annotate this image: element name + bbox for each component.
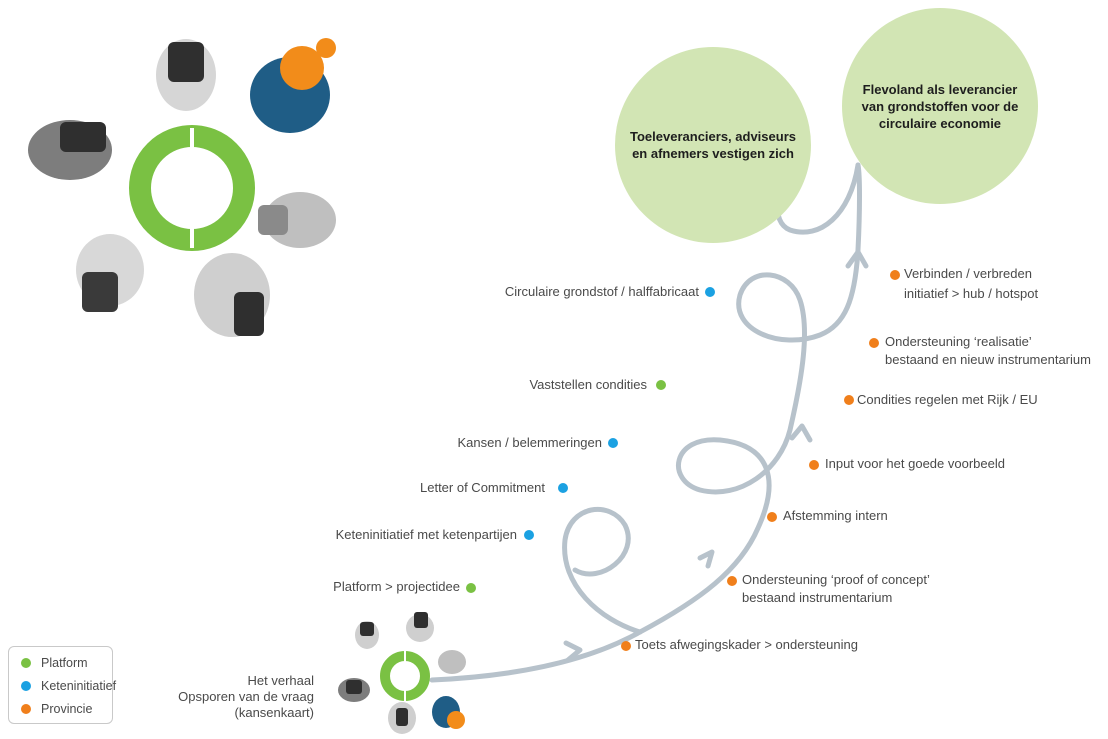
label-line: Ondersteuning ‘realisatie’ <box>885 334 1032 349</box>
dot-provincie <box>844 395 854 405</box>
bubble-right-text: Flevoland als leverancier van grondstoff… <box>861 81 1019 131</box>
label-condities-regelen: Condities regelen met Rijk / EU <box>857 392 1038 407</box>
dot-keteninitiatief <box>558 483 568 493</box>
label-afstemming-intern: Afstemming intern <box>783 508 888 523</box>
dot-keteninitiatief <box>524 530 534 540</box>
legend: Platform Keteninitiatief Provincie <box>8 646 116 724</box>
dot-provincie <box>727 576 737 586</box>
path-arrow-icon <box>563 640 583 663</box>
legend-label: Keteninitiatief <box>41 679 117 693</box>
start-line: Het verhaal <box>247 673 314 688</box>
dot-provincie <box>621 641 631 651</box>
label-ondersteuning-realisatie: Ondersteuning ‘realisatie’ bestaand en n… <box>885 334 1091 368</box>
people-circle-small <box>338 612 466 734</box>
start-text: Het verhaal Opsporen van de vraag (kanse… <box>178 673 314 721</box>
label-verbinden-verbreden: Verbinden / verbreden initiatief > hub /… <box>904 266 1038 302</box>
dot-provincie <box>767 512 777 522</box>
start-line: (kansenkaart) <box>234 705 314 720</box>
label-proof-of-concept: Ondersteuning ‘proof of concept’ bestaan… <box>742 572 930 606</box>
label-line: bestaand instrumentarium <box>742 590 893 605</box>
dot-platform <box>656 380 666 390</box>
legend-item-keteninitiatief: Keteninitiatief <box>21 678 116 694</box>
path-arrow-icon <box>789 423 813 443</box>
dot-provincie <box>869 338 879 348</box>
path-arrow-icon <box>697 549 715 569</box>
label-line: Ondersteuning ‘proof of concept’ <box>742 572 930 587</box>
label-letter-of-commitment: Letter of Commitment <box>420 480 545 495</box>
bubble-right: Flevoland als leverancier van grondstoff… <box>842 8 1038 204</box>
bubble-left: Toeleveranciers, adviseurs en afnemers v… <box>615 47 811 243</box>
legend-dot-provincie <box>21 704 31 714</box>
legend-label: Provincie <box>41 702 93 716</box>
label-line: initiatief > hub / hotspot <box>904 286 1039 301</box>
label-circulaire-grondstof: Circulaire grondstof / halffabricaat <box>504 284 699 299</box>
dot-keteninitiatief <box>608 438 618 448</box>
legend-label: Platform <box>41 656 88 670</box>
legend-dot-keteninitiatief <box>21 681 31 691</box>
dot-platform <box>466 583 476 593</box>
legend-item-platform: Platform <box>21 655 88 671</box>
dot-provincie <box>890 270 900 280</box>
label-kansen-belemmeringen: Kansen / belemmeringen <box>457 435 602 450</box>
path-arrow-icon <box>845 249 869 269</box>
label-toets-afwegingskader: Toets afwegingskader > ondersteuning <box>635 637 858 652</box>
process-path <box>429 162 862 683</box>
bubble-left-text: Toeleveranciers, adviseurs en afnemers v… <box>630 129 796 161</box>
label-platform-projectidee: Platform > projectidee <box>333 579 460 594</box>
process-path-loop-low <box>562 507 643 635</box>
dot-provincie <box>809 460 819 470</box>
legend-item-provincie: Provincie <box>21 701 92 717</box>
dot-keteninitiatief <box>705 287 715 297</box>
legend-dot-platform <box>21 658 31 668</box>
start-line: Opsporen van de vraag <box>178 689 314 704</box>
people-circle-large <box>28 38 336 337</box>
label-vaststellen-condities: Vaststellen condities <box>529 377 647 392</box>
label-keteninitiatief-ketenpartijen: Keteninitiatief met ketenpartijen <box>335 527 517 542</box>
label-line: Verbinden / verbreden <box>904 266 1032 281</box>
label-line: bestaand en nieuw instrumentarium <box>885 352 1091 367</box>
label-input-goede-voorbeeld: Input voor het goede voorbeeld <box>825 456 1005 471</box>
